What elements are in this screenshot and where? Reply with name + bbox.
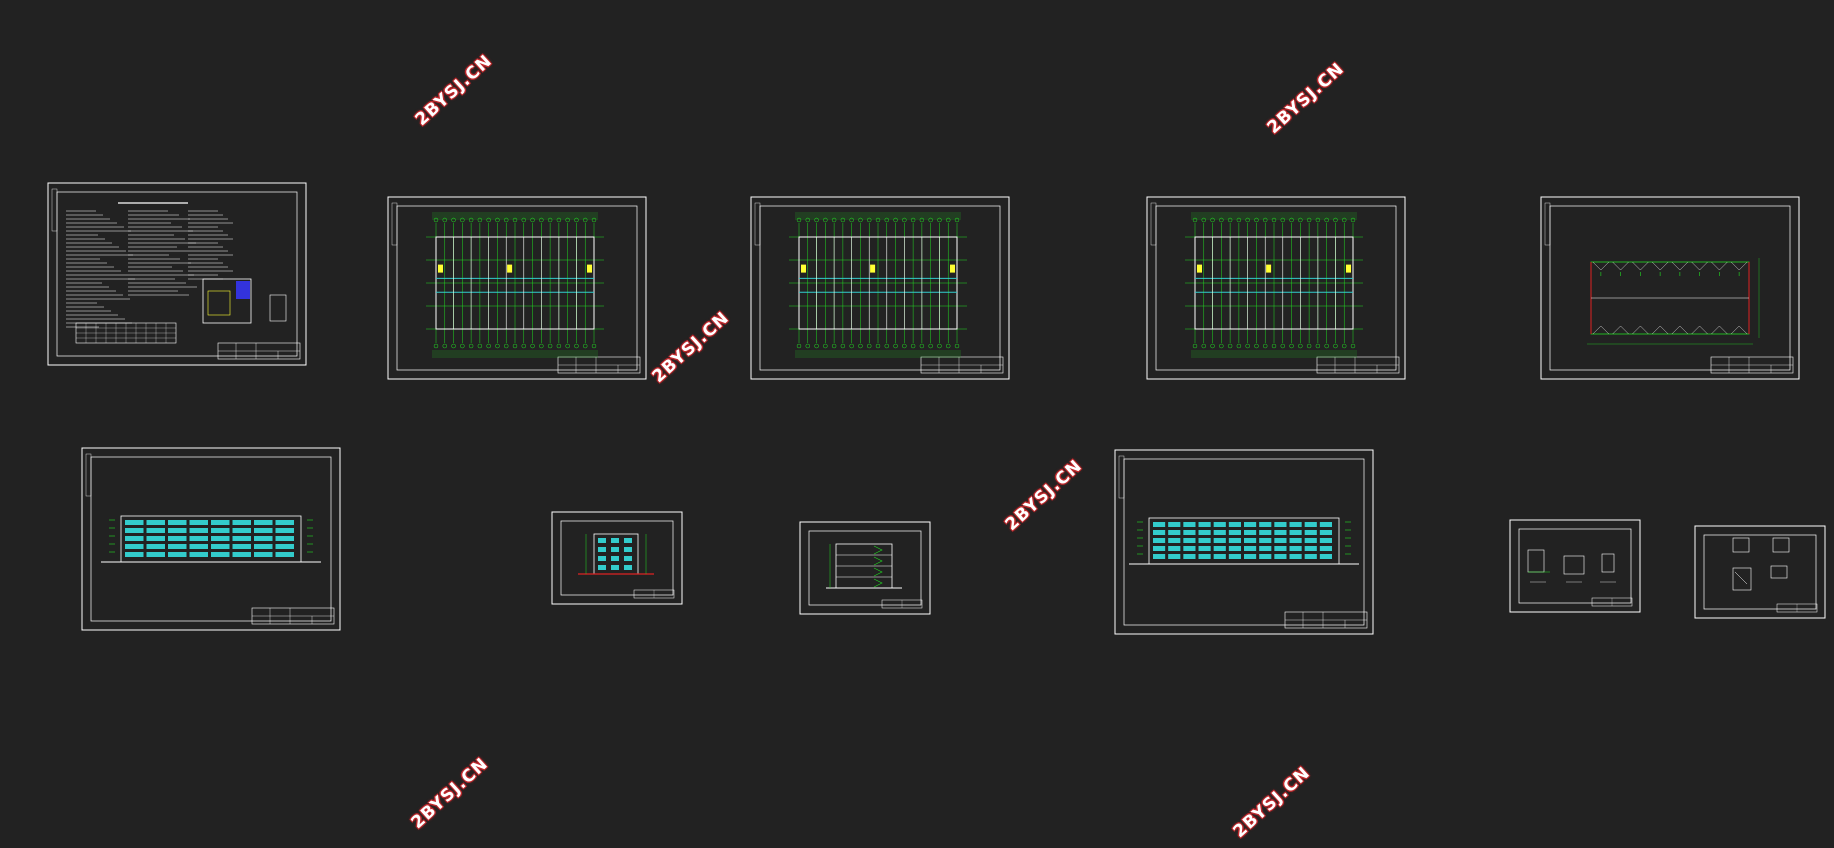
sheet-design-notes[interactable]: [47, 182, 307, 366]
sheet-elevation-1[interactable]: [81, 447, 341, 631]
sheet-roof-plan[interactable]: [1540, 196, 1800, 380]
sheet-section[interactable]: [799, 521, 931, 615]
sheet-floor-plan-1[interactable]: [387, 196, 647, 380]
sheet-side-elevation[interactable]: [551, 511, 683, 605]
sheet-details-1[interactable]: [1509, 519, 1641, 613]
sheet-floor-plan-3[interactable]: [1146, 196, 1406, 380]
sheet-elevation-2[interactable]: [1114, 449, 1374, 635]
sheet-details-2[interactable]: [1694, 525, 1826, 619]
sheet-floor-plan-2[interactable]: [750, 196, 1010, 380]
